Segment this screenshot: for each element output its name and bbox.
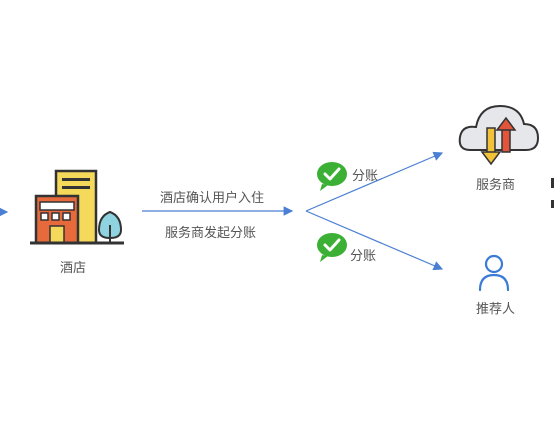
wechat-pay-icon <box>317 233 347 262</box>
hotel-building-icon <box>30 169 124 245</box>
edge-label-provider-initiates-split: 服务商发起分账 <box>165 226 257 241</box>
person-icon <box>478 254 510 292</box>
split-label-bottom: 分账 <box>350 249 377 264</box>
cloud-sync-icon <box>458 104 540 166</box>
edge-label-check-in: 酒店确认用户入住 <box>160 191 265 206</box>
right-edge-fragment <box>551 178 554 208</box>
arrow-to-service-provider <box>305 151 444 212</box>
split-label-top: 分账 <box>352 169 379 184</box>
hotel-label: 酒店 <box>60 261 87 276</box>
wechat-pay-icon <box>317 162 347 191</box>
referrer-label: 推荐人 <box>476 302 516 317</box>
arrow-to-referrer <box>305 210 444 271</box>
service-provider-label: 服务商 <box>476 178 516 193</box>
